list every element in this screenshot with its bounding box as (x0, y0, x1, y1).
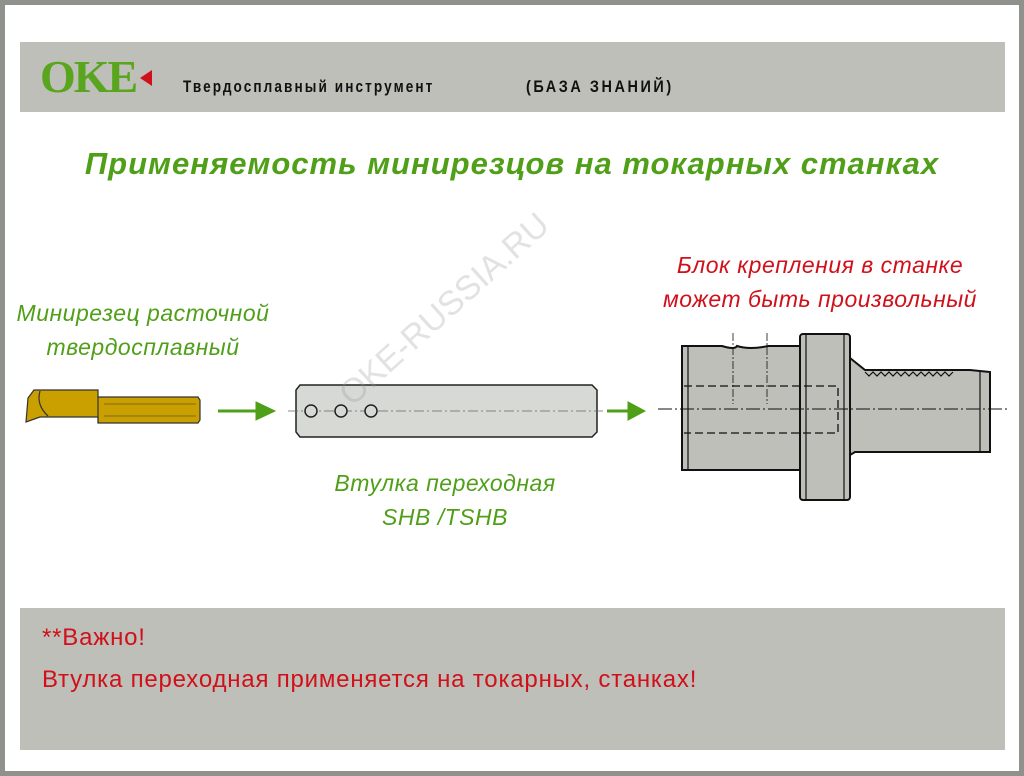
note-text: Втулка переходная применяется на токарны… (42, 666, 698, 693)
note-heading: **Важно! (42, 624, 146, 651)
page-title: Применяемость минирезцов на токарных ста… (84, 146, 940, 181)
logo-mark-icon (140, 70, 152, 86)
header-title: Твердосплавный инструмент (183, 77, 435, 96)
cutter-label-line1: Минирезец расточной (16, 300, 270, 326)
mounting-block-drawing (658, 333, 1010, 501)
block-label-line2: может быть произвольный (663, 286, 977, 312)
sleeve-label-line1: Втулка переходная (334, 470, 556, 496)
header-bar: OKE Твердосплавный инструмент (БАЗА ЗНАН… (20, 42, 1005, 112)
logo: OKE (40, 54, 152, 100)
arrow-icon (218, 401, 277, 421)
arrow-icon (607, 401, 647, 421)
adapter-sleeve-drawing (288, 384, 603, 438)
header-subtitle: (БАЗА ЗНАНИЙ) (526, 77, 674, 96)
mini-cutter-drawing (25, 389, 201, 424)
cutter-label: Минирезец расточной твердосплавный (0, 296, 286, 364)
block-label: Блок крепления в станке может быть произ… (630, 248, 1010, 316)
block-label-line1: Блок крепления в станке (676, 252, 964, 278)
important-note: **Важно! Втулка переходная применяется н… (20, 608, 1005, 750)
sleeve-label-line2: SHB /TSHB (382, 504, 508, 530)
cutter-label-line2: твердосплавный (46, 334, 240, 360)
sleeve-label: Втулка переходная SHB /TSHB (290, 466, 600, 534)
